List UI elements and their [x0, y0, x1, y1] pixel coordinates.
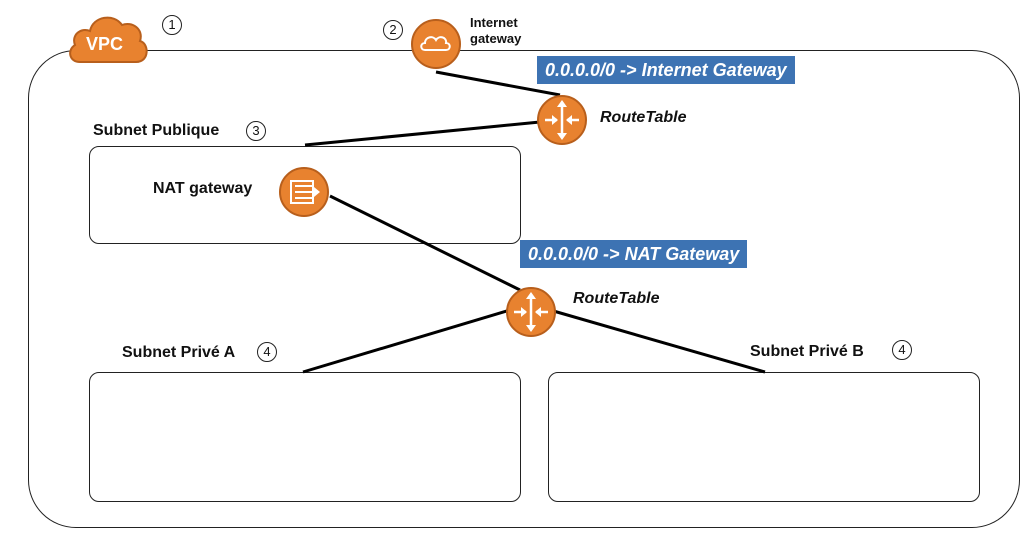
- public-subnet-number-badge: 3: [246, 121, 266, 141]
- igw-label-line2: gateway: [470, 31, 522, 46]
- private-subnet-a-label: Subnet Privé A: [122, 344, 236, 361]
- igw-label-line1: Internet: [470, 15, 518, 30]
- line-routetable-to-public-subnet: [304, 120, 541, 147]
- private-subnet-b-label: Subnet Privé B: [750, 343, 864, 360]
- vpc-number-badge: 1: [162, 15, 182, 35]
- vpc-label: VPC: [86, 34, 124, 54]
- route-table-2-label: RouteTable: [573, 290, 660, 307]
- route-banner-internet: 0.0.0.0/0 -> Internet Gateway: [537, 56, 795, 84]
- line-routetable-to-private-a: [302, 308, 511, 374]
- igw-label: Internet gateway: [470, 15, 521, 47]
- route-table-1-label: RouteTable: [600, 109, 687, 126]
- private-subnet-a-number-badge: 4: [257, 342, 277, 362]
- line-igw-to-routetable: [435, 70, 561, 97]
- router-icon: [537, 95, 587, 145]
- igw-number-badge: 2: [383, 20, 403, 40]
- router-icon: [506, 287, 556, 337]
- nat-gateway-icon: [279, 167, 329, 217]
- vpc-cloud-icon: [69, 16, 148, 63]
- private-subnet-a-box: [89, 372, 521, 502]
- cloud-icon: [411, 19, 461, 69]
- line-nat-to-routetable: [329, 194, 521, 292]
- nat-gateway-label: NAT gateway: [153, 180, 253, 197]
- private-subnet-b-box: [548, 372, 980, 502]
- route-banner-nat: 0.0.0.0/0 -> NAT Gateway: [520, 240, 748, 268]
- private-subnet-b-number-badge: 4: [892, 340, 912, 360]
- public-subnet-label: Subnet Publique: [93, 122, 220, 139]
- line-routetable-to-private-b: [549, 308, 766, 374]
